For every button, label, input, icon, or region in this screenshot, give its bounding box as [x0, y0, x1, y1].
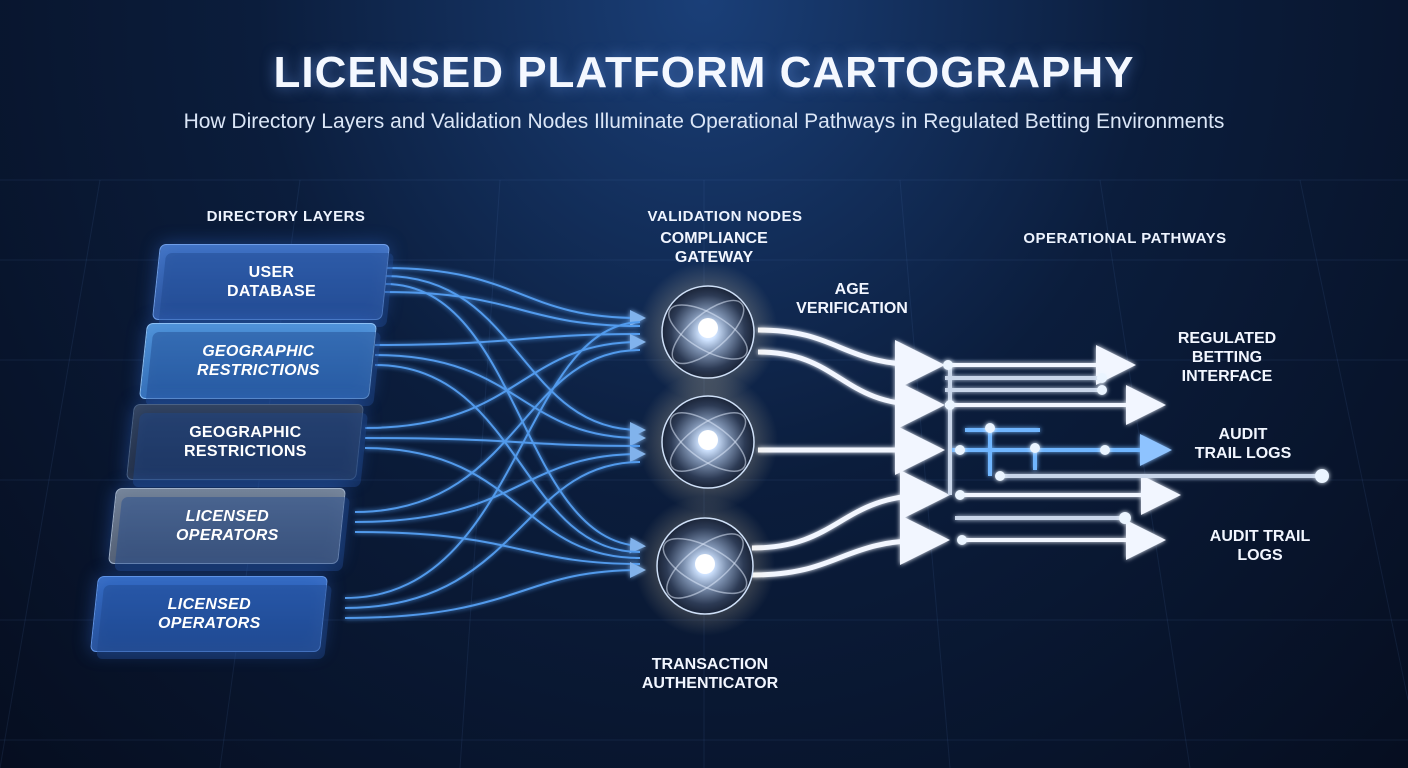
output-label-audit-trail-logs-2: AUDIT TRAIL LOGS [1190, 527, 1330, 565]
pathway-circuit [945, 345, 1320, 560]
validation-orbs [635, 262, 778, 636]
directory-card-user-database: USER DATABASE [152, 244, 390, 320]
output-label-audit-trail-logs-1: AUDIT TRAIL LOGS [1173, 425, 1313, 463]
label-line: AUTHENTICATOR [641, 675, 779, 692]
page-title: LICENSED PLATFORM CARTOGRAPHY [273, 48, 1135, 97]
label-line: AUDIT TRAIL [1209, 528, 1311, 545]
card-line: LICENSED [185, 508, 269, 525]
node-label-compliance-gateway: COMPLIANCE GATEWAY [634, 229, 794, 267]
output-label-regulated-betting-interface: REGULATED BETTING INTERFACE [1157, 329, 1297, 386]
directory-card-licensed-operators-2: LICENSED OPERATORS [90, 576, 328, 652]
node-label-transaction-authenticator: TRANSACTION AUTHENTICATOR [620, 655, 800, 693]
validation-arrows [751, 327, 950, 578]
card-line: LICENSED [167, 596, 251, 613]
card-line: OPERATORS [175, 527, 279, 544]
label-line: LOGS [1237, 547, 1283, 564]
label-line: INTERFACE [1181, 368, 1273, 385]
section-label-directory: DIRECTORY LAYERS [206, 208, 366, 225]
card-line: USER [248, 264, 294, 281]
card-line: GEOGRAPHIC [201, 343, 315, 360]
label-line: GATEWAY [674, 249, 754, 266]
circuit-nodes [943, 360, 1329, 545]
section-label-validation: VALIDATION NODES [647, 208, 803, 225]
card-line: GEOGRAPHIC [188, 424, 302, 441]
directory-card-geographic-restrictions-2: GEOGRAPHIC RESTRICTIONS [126, 404, 364, 480]
directory-card-licensed-operators-1: LICENSED OPERATORS [108, 488, 346, 564]
section-label-pathways: OPERATIONAL PATHWAYS [1023, 230, 1227, 247]
label-line: REGULATED [1177, 330, 1277, 347]
card-line: RESTRICTIONS [196, 362, 320, 379]
label-line: AUDIT [1218, 426, 1268, 443]
page-subtitle: How Directory Layers and Validation Node… [183, 110, 1225, 133]
card-line: DATABASE [226, 283, 316, 300]
label-line: TRANSACTION [651, 656, 769, 673]
card-line: OPERATORS [157, 615, 261, 632]
node-label-age-verification: AGE VERIFICATION [782, 280, 922, 318]
label-line: VERIFICATION [796, 300, 908, 317]
card-line: RESTRICTIONS [183, 443, 307, 460]
label-line: BETTING [1191, 349, 1263, 366]
label-line: TRAIL LOGS [1194, 445, 1292, 462]
label-line: COMPLIANCE [660, 230, 768, 247]
directory-links [344, 267, 646, 619]
label-line: AGE [834, 281, 870, 298]
directory-card-geographic-restrictions-1: GEOGRAPHIC RESTRICTIONS [139, 323, 377, 399]
